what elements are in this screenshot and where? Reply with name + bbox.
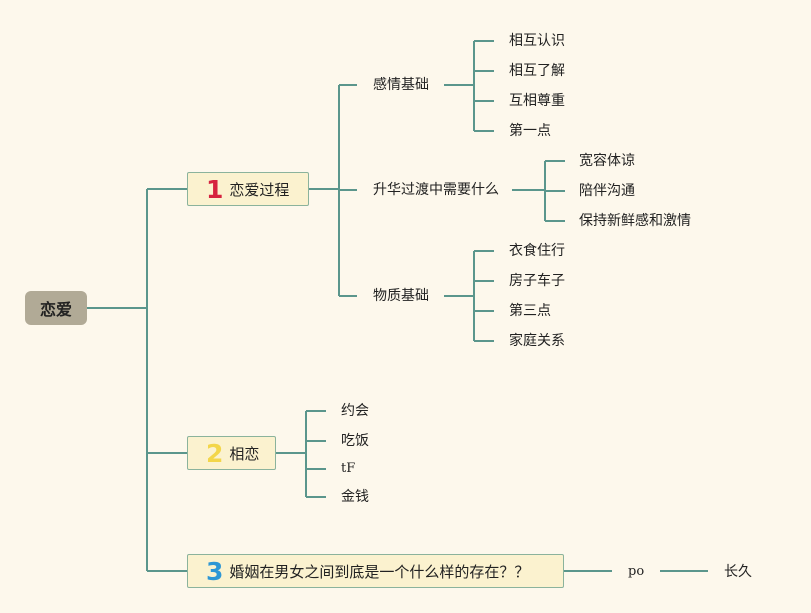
leaf-item[interactable]: 长久 — [724, 564, 752, 580]
topic-material-basis[interactable]: 物质基础 — [373, 288, 429, 304]
leaf-item[interactable]: 保持新鲜感和激情 — [579, 213, 691, 229]
root-node-label: 恋爱 — [39, 300, 72, 319]
branch-label-2: 相恋 — [229, 444, 260, 463]
leaf-item[interactable]: 金钱 — [341, 489, 369, 505]
topic-sublimation-needs[interactable]: 升华过渡中需要什么 — [373, 182, 499, 198]
branch-number-1: 1 — [206, 174, 224, 204]
root-node[interactable]: 恋爱 — [25, 291, 87, 325]
topic-emotional-basis[interactable]: 感情基础 — [373, 77, 429, 93]
leaf-item[interactable]: 陪伴沟通 — [579, 183, 635, 199]
branch-node-2[interactable]: 2 相恋 — [187, 436, 276, 470]
leaf-item[interactable]: 家庭关系 — [509, 333, 565, 349]
branch-node-1[interactable]: 1 恋爱过程 — [187, 172, 309, 206]
leaf-item[interactable]: tF — [341, 461, 356, 476]
branch-label-3: 婚姻在男女之间到底是一个什么样的存在？？ — [229, 562, 530, 581]
leaf-item[interactable]: 吃饭 — [341, 433, 369, 449]
leaf-item[interactable]: 相互认识 — [509, 33, 565, 49]
leaf-item[interactable]: 宽容体谅 — [579, 153, 635, 169]
branch-node-3[interactable]: 3 婚姻在男女之间到底是一个什么样的存在？？ — [187, 554, 564, 588]
topic-po[interactable]: po — [628, 564, 645, 579]
leaf-item[interactable]: 互相尊重 — [509, 93, 565, 109]
leaf-item[interactable]: 衣食住行 — [509, 243, 565, 259]
branch-number-2: 2 — [206, 438, 224, 468]
branch-number-3: 3 — [206, 556, 224, 586]
leaf-item[interactable]: 第一点 — [509, 123, 551, 139]
leaf-item[interactable]: 相互了解 — [509, 63, 565, 79]
branch-label-1: 恋爱过程 — [229, 180, 290, 199]
leaf-item[interactable]: 房子车子 — [509, 273, 565, 289]
leaf-item[interactable]: 约会 — [341, 403, 369, 419]
leaf-item[interactable]: 第三点 — [509, 303, 551, 319]
